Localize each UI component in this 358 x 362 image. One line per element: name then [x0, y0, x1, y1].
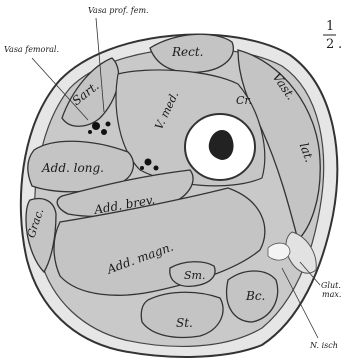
label-st: St.	[176, 316, 193, 330]
label-vasa-femoral: Vasa femoral.	[4, 45, 59, 54]
label-glut: Glut.	[321, 281, 341, 290]
sciatic-nerve	[268, 243, 290, 260]
label-add-long: Add. long.	[41, 161, 104, 175]
label-cr: Cr.	[236, 94, 252, 107]
label-max: max.	[322, 290, 341, 299]
label-bc: Bc.	[245, 289, 265, 303]
label-sm: Sm.	[184, 269, 205, 282]
label-vasa-prof-fem: Vasa prof. fem.	[88, 6, 149, 15]
scale-suffix: .	[338, 37, 342, 52]
label-n-isch: N. isch	[309, 341, 338, 350]
semitendinosus-muscle	[141, 292, 223, 337]
label-rect: Rect.	[171, 45, 204, 59]
scale-denominator: 2	[326, 37, 334, 52]
scale-numerator: 1	[326, 19, 334, 34]
